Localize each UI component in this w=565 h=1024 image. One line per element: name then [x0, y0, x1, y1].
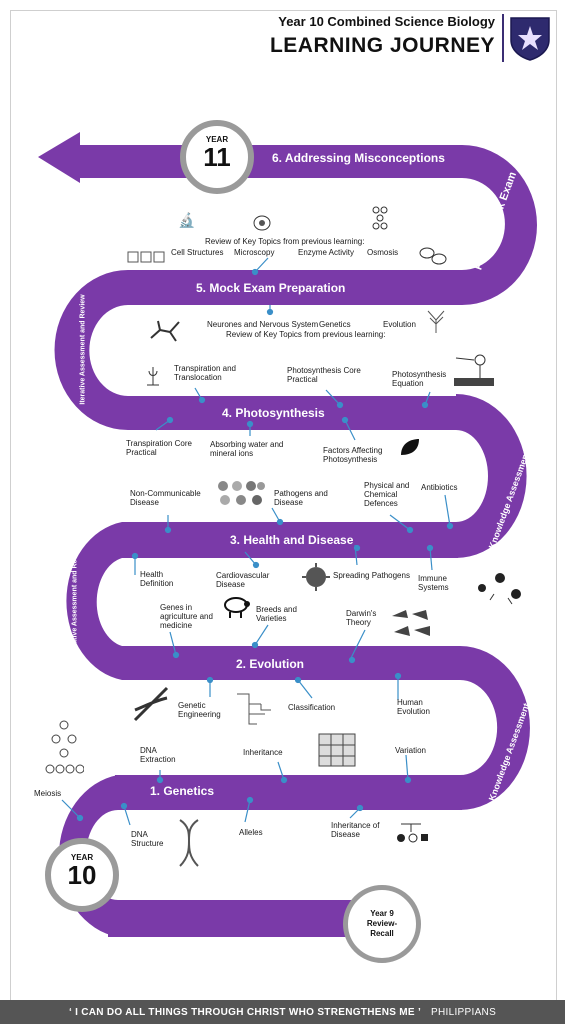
topic-inheritance: Inheritance: [243, 748, 283, 757]
road-curve-left-mid: [66, 522, 122, 680]
topic-variation: Variation: [395, 746, 426, 755]
road-curve-paper1: [462, 145, 537, 305]
dna-helix-icon: [133, 686, 169, 722]
topic-cell-structures: Cell Structures: [171, 248, 224, 257]
topic-pathogens: Pathogens and Disease: [274, 489, 328, 507]
topic-dna-structure: DNA Structure: [131, 830, 164, 848]
topic-evolution-review: Evolution: [383, 320, 416, 329]
road-curve-right-mid: [456, 394, 527, 558]
topic-factors-photosynthesis: Factors Affecting Photosynthesis: [323, 446, 383, 464]
cell-icon: [253, 215, 271, 231]
footer-bar: ‘ I CAN DO ALL THINGS THROUGH CHRIST WHO…: [0, 1000, 565, 1024]
year-10-label: YEAR: [70, 853, 94, 862]
topic-neurones: Neurones and Nervous System: [207, 320, 319, 329]
poster-title: LEARNING JOURNEY: [269, 34, 495, 57]
stage-2-title: 2. Evolution: [236, 657, 305, 671]
road-row-4: [128, 396, 458, 430]
year-11-number: 11: [203, 142, 231, 172]
topic-spreading-pathogens: Spreading Pathogens: [333, 571, 410, 580]
topic-dna-extraction: DNA Extraction: [140, 746, 176, 764]
stage-5-title: 5. Mock Exam Preparation: [196, 281, 346, 295]
year-11-badge: YEAR 11: [180, 120, 254, 194]
topic-alleles: Alleles: [239, 828, 263, 837]
topic-inheritance-disease: Inheritance of Disease: [331, 821, 380, 839]
road-row-5: [128, 270, 462, 305]
disease-icons: [218, 481, 265, 505]
topic-cardiovascular: Cardiovascular Disease: [216, 571, 270, 589]
plant-apparatus-icon: [147, 367, 159, 386]
neurone-icon: [150, 320, 180, 342]
header-divider: [502, 14, 504, 62]
classification-tree-icon: [237, 693, 271, 725]
road-row-2: [122, 646, 460, 680]
topic-non-communicable: Non-Communicable Disease: [130, 489, 201, 507]
review-heading-2: Review of Key Topics from previous learn…: [226, 330, 386, 339]
topic-photosynthesis-core: Photosynthesis Core Practical: [287, 366, 361, 384]
microscope-icon: 🔬: [178, 212, 196, 228]
evolution-tree-icon: [427, 310, 445, 333]
immune-cells-icon: [478, 573, 521, 605]
topic-microscopy: Microscopy: [234, 248, 275, 257]
cell-diagrams-icon: [127, 251, 165, 263]
topic-enzyme-activity: Enzyme Activity: [298, 248, 355, 257]
topic-meiosis: Meiosis: [34, 789, 62, 798]
topic-classification: Classification: [288, 703, 336, 712]
leaf-icon: [401, 439, 419, 455]
topic-health-definition: Health Definition: [140, 570, 174, 588]
enzyme-diagram-icon: [372, 206, 388, 230]
topic-breeds-varieties: Breeds and Varieties: [256, 605, 297, 623]
sheep-icon: [224, 597, 250, 618]
year-10-number: 10: [67, 860, 97, 890]
topic-genetics-review: Genetics: [319, 320, 351, 329]
family-tree-icon: [397, 823, 428, 843]
road-curve-right-bottom: [460, 646, 530, 810]
poster-subtitle: Year 10 Combined Science Biology: [278, 14, 495, 29]
connector-lines: [61, 257, 454, 826]
red-blood-cells-icon: [419, 247, 447, 265]
road-row-1: [115, 775, 462, 810]
topic-transpiration: Transpiration and Translocation: [174, 364, 236, 382]
road-row-3: [122, 522, 458, 558]
topic-antibiotics: Antibiotics: [421, 483, 458, 492]
stage-1-title: 1. Genetics: [150, 784, 215, 798]
stage-6-title: 6. Addressing Misconceptions: [272, 151, 445, 165]
footer-quote: ‘ I CAN DO ALL THINGS THROUGH CHRIST WHO…: [68, 1006, 422, 1018]
topic-genetic-engineering: Genetic Engineering: [178, 701, 221, 719]
road-curve-left-top: [54, 270, 128, 430]
dna-structure-icon: [179, 819, 199, 867]
road-start-row: [108, 900, 368, 937]
topic-physical-chemical: Physical and Chemical Defences: [364, 481, 410, 508]
punnett-square-icon: [318, 733, 356, 767]
topic-photosynthesis-equation: Photosynthesis Equation: [392, 370, 447, 388]
year-11-label: YEAR: [205, 135, 229, 144]
topic-darwins-theory: Darwin's Theory: [346, 609, 377, 627]
topic-human-evolution: Human Evolution: [397, 698, 430, 716]
finches-icon: [392, 610, 430, 636]
virus-icon: [302, 563, 330, 591]
review-heading-1: Review of Key Topics from previous learn…: [205, 237, 365, 246]
year-9-recall-badge: Year 9 Review-Recall: [343, 885, 421, 963]
topic-osmosis: Osmosis: [367, 248, 399, 257]
journey-road: [38, 132, 537, 937]
topic-transpiration-core: Transpiration Core Practical: [126, 439, 192, 457]
photosynthesis-experiment-icon: [454, 354, 494, 386]
footer-source: PHILIPPIANS: [431, 1006, 497, 1018]
meiosis-diagram-icon: [45, 720, 84, 774]
topic-immune-systems: Immune Systems: [418, 574, 449, 592]
topic-genes-agriculture: Genes in agriculture and medicine: [160, 603, 213, 630]
school-crest-icon: [510, 17, 550, 61]
topic-absorbing-water: Absorbing water and mineral ions: [210, 440, 284, 458]
year-10-badge: YEAR 10: [45, 838, 119, 912]
stage-3-title: 3. Health and Disease: [230, 533, 354, 547]
year-9-recall-label: Year 9 Review-Recall: [366, 909, 398, 938]
stage-4-title: 4. Photosynthesis: [222, 406, 325, 420]
